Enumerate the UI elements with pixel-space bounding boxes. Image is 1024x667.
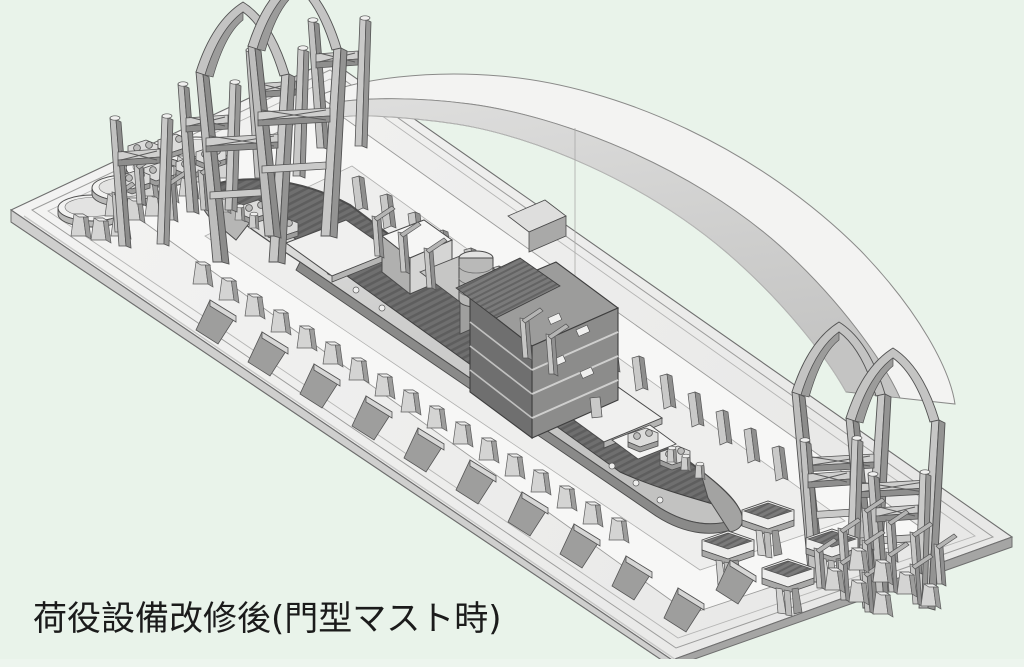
- dock-front-ribs: [195, 299, 601, 569]
- dock-wall: [316, 73, 956, 405]
- superstructure: [380, 199, 620, 440]
- dock-ribs-bottom-right: [611, 555, 757, 633]
- figure-caption: 荷役設備改修後(門型マスト時): [33, 599, 502, 639]
- bottom-band: [0, 659, 1024, 667]
- base-front-coping: [10, 209, 677, 667]
